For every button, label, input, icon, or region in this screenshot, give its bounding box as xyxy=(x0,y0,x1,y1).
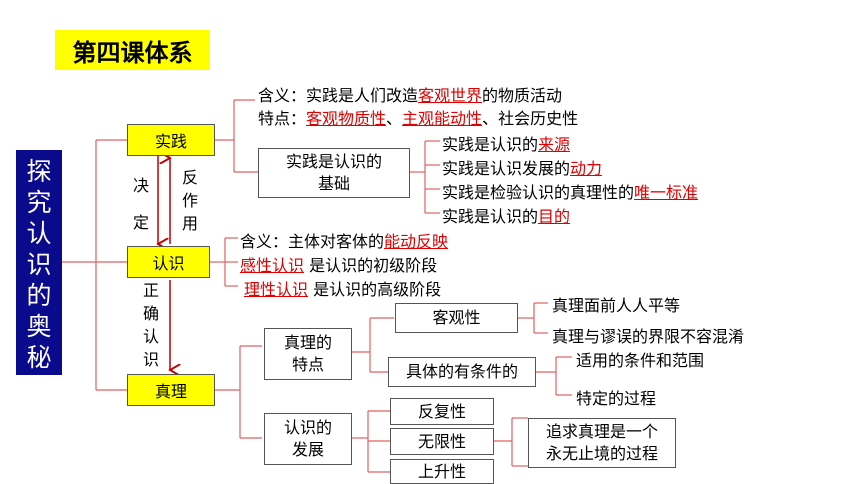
box-cognition-development: 认识的 发展 xyxy=(264,413,352,465)
label-char: 识 xyxy=(142,350,159,369)
root-char: 奥 xyxy=(26,312,52,341)
text: 追求真理是一个 xyxy=(545,422,658,441)
label-char: 反 xyxy=(181,168,198,187)
highlight: 理性认识 xyxy=(244,280,309,299)
text: 特点： xyxy=(258,109,307,128)
basis-item: 实践是检验认识的真理性的唯一标准 xyxy=(442,179,698,203)
text: 基础 xyxy=(317,174,350,193)
cognition-rational: 理性认识 是认识的高级阶段 xyxy=(244,276,441,300)
text: 含义：主体对客体的 xyxy=(240,232,385,251)
label-decide: 决 定 xyxy=(131,174,151,234)
highlight: 主观能动性 xyxy=(402,109,483,128)
text: 永无止境的过程 xyxy=(545,444,658,463)
root-char: 究 xyxy=(26,188,52,217)
text: 是认识的初级阶段 xyxy=(304,256,438,275)
label-char: 决 xyxy=(132,176,149,195)
text: 、社会历史性 xyxy=(482,109,579,128)
box-practice-basis: 实践是认识的 基础 xyxy=(258,148,410,198)
text: 特点 xyxy=(291,355,324,374)
root-topic: 探 究 认 识 的 奥 秘 xyxy=(16,150,62,375)
text: 实践是认识的 xyxy=(285,152,382,171)
highlight: 能动反映 xyxy=(384,232,449,251)
label-correct: 正 确 认 识 xyxy=(141,279,161,371)
label-char: 正 xyxy=(142,281,159,300)
cognition-meaning: 含义：主体对客体的能动反映 xyxy=(240,228,448,252)
label-char: 定 xyxy=(132,213,149,232)
text: 实践是认识的 xyxy=(442,135,539,154)
text: 的物质活动 xyxy=(482,86,563,105)
page-title: 第四课体系 xyxy=(55,30,210,70)
node-truth: 真理 xyxy=(127,374,215,406)
root-char: 秘 xyxy=(26,343,52,372)
practice-meaning: 含义：实践是人们改造客观世界的物质活动 xyxy=(258,82,562,106)
text: 实践是认识的 xyxy=(442,207,539,226)
highlight: 动力 xyxy=(570,159,603,178)
node-cognition: 认识 xyxy=(127,246,210,278)
concrete-item: 适用的条件和范围 xyxy=(576,351,705,370)
box-ascending: 上升性 xyxy=(390,459,494,484)
objective-item: 真理面前人人平等 xyxy=(552,296,681,315)
root-char: 认 xyxy=(26,219,52,248)
text: 是认识的高级阶段 xyxy=(308,280,442,299)
box-pursuit: 追求真理是一个 永无止境的过程 xyxy=(528,418,676,468)
basis-item: 实践是认识发展的动力 xyxy=(442,155,602,179)
concrete-item: 特定的过程 xyxy=(576,389,657,408)
highlight: 客观物质性 xyxy=(306,109,387,128)
basis-item: 实践是认识的来源 xyxy=(442,131,570,155)
label-char: 作 xyxy=(181,191,198,210)
text: 实践是检验认识的真理性的 xyxy=(442,183,635,202)
highlight: 唯一标准 xyxy=(634,183,699,202)
box-objective: 客观性 xyxy=(395,303,518,333)
cognition-perceptual: 感性认识 是认识的初级阶段 xyxy=(240,252,437,276)
highlight: 客观世界 xyxy=(418,86,483,105)
root-char: 探 xyxy=(26,157,52,186)
highlight: 感性认识 xyxy=(240,256,305,275)
root-char: 识 xyxy=(26,250,52,279)
box-infinite: 无限性 xyxy=(390,428,494,455)
practice-features: 特点：客观物质性、主观能动性、社会历史性 xyxy=(258,105,578,129)
text: 真理的 xyxy=(283,333,332,352)
label-react: 反 作 用 xyxy=(180,166,200,235)
label-char: 用 xyxy=(181,214,198,233)
label-char: 确 xyxy=(142,304,159,323)
root-char: 的 xyxy=(26,281,52,310)
box-concrete: 具体的有条件的 xyxy=(388,357,536,387)
box-repetitive: 反复性 xyxy=(390,398,494,425)
text: 、 xyxy=(386,109,403,128)
label-char: 认 xyxy=(142,327,159,346)
highlight: 目的 xyxy=(538,207,571,226)
objective-item: 真理与谬误的界限不容混淆 xyxy=(552,327,745,346)
text: 认识的 xyxy=(283,418,332,437)
text: 含义：实践是人们改造 xyxy=(258,86,419,105)
box-truth-features: 真理的 特点 xyxy=(264,328,352,380)
text: 发展 xyxy=(291,440,324,459)
basis-item: 实践是认识的目的 xyxy=(442,203,570,227)
highlight: 来源 xyxy=(538,135,571,154)
node-practice: 实践 xyxy=(127,124,215,156)
text: 实践是认识发展的 xyxy=(442,159,571,178)
